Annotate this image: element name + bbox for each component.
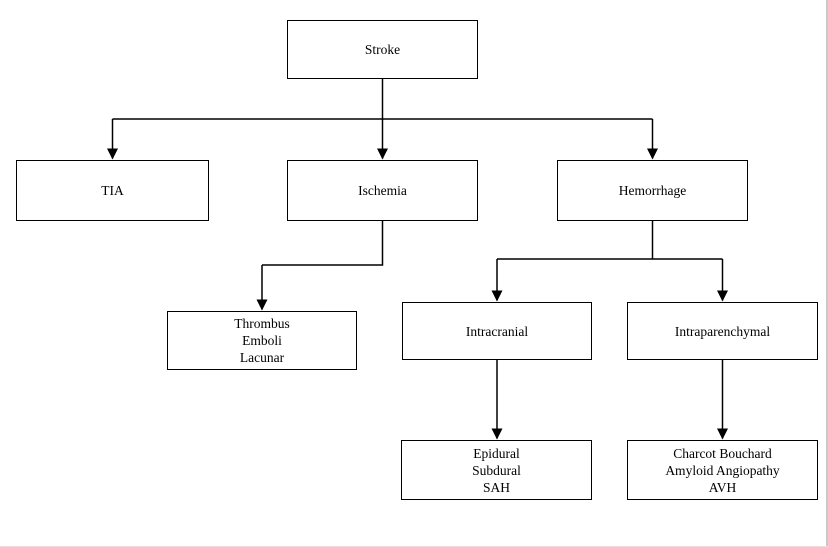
edge-ischemia-elbow <box>262 221 384 266</box>
page-edge-right <box>826 0 828 547</box>
node-intraparenchymal-subtypes: Charcot Bouchard Amyloid Angiopathy AVH <box>627 440 818 500</box>
node-intracranial: Intracranial <box>402 302 592 360</box>
node-ischemia-subtypes: Thrombus Emboli Lacunar <box>167 311 357 370</box>
node-hemorrhage: Hemorrhage <box>557 160 748 221</box>
node-stroke: Stroke <box>287 20 478 79</box>
node-tia: TIA <box>16 160 209 221</box>
node-intracranial-subtypes: Epidural Subdural SAH <box>401 440 592 500</box>
node-intraparenchymal: Intraparenchymal <box>627 302 818 360</box>
node-ischemia: Ischemia <box>287 160 478 221</box>
